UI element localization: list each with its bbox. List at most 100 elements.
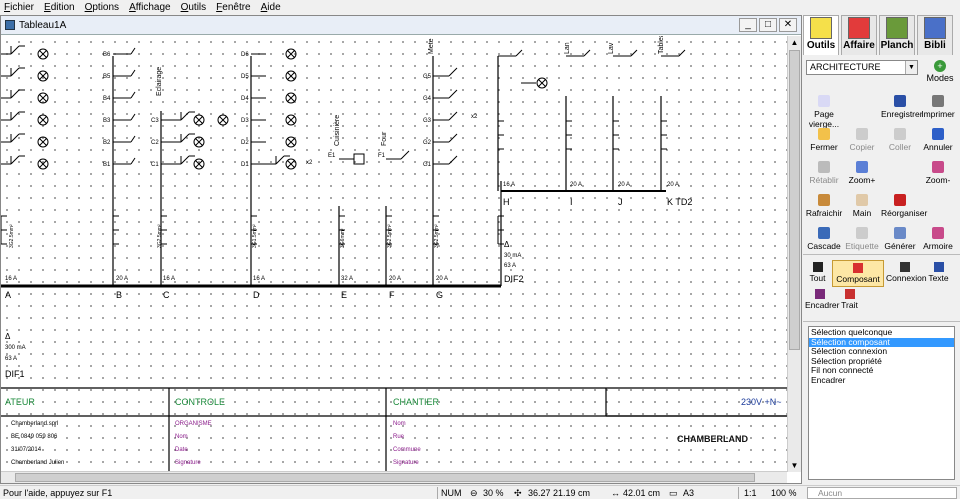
scroll-up-icon[interactable]: ▲ — [790, 38, 799, 47]
undo-button[interactable]: Annuler — [919, 126, 957, 156]
tool-tout[interactable]: Tout — [805, 260, 830, 287]
save-button[interactable]: Enregistrer — [881, 93, 923, 123]
wire — [130, 91, 136, 99]
menu-fenetre[interactable]: Fenêtre — [216, 1, 251, 13]
cabinet-button[interactable]: Armoire — [919, 225, 957, 255]
folder-button[interactable]: Fermer — [805, 126, 843, 156]
breaker-rating: 16 A — [163, 276, 175, 282]
status-separator — [437, 487, 438, 499]
circuit-label: B3 — [103, 118, 111, 124]
undo-icon — [932, 128, 944, 140]
wire — [39, 138, 47, 146]
wire — [39, 116, 47, 124]
search-placeholder: Aucun — [818, 488, 843, 498]
chantier-line-4: Signature — [393, 460, 419, 466]
grid-spacer — [919, 192, 957, 222]
circuit-name: Four — [381, 131, 388, 146]
button-label: Zoom- — [925, 175, 951, 185]
circuit-label: D4 — [241, 96, 249, 102]
e1-label: E1 — [328, 153, 336, 159]
search-input[interactable]: Aucun — [807, 487, 957, 499]
printer-button[interactable]: Imprimer — [919, 93, 957, 123]
chantier-line-2: Rue — [393, 434, 405, 440]
close-button[interactable]: ✕ — [779, 18, 797, 32]
list-item[interactable]: Sélection quelconque — [811, 327, 893, 337]
tab-planch[interactable]: Planch — [879, 15, 915, 55]
lamp-symbol — [193, 114, 205, 126]
button-label: Main — [852, 208, 872, 218]
list-item[interactable]: Sélection propriété — [811, 355, 882, 366]
hand-button[interactable]: Main — [843, 192, 881, 222]
generate-button[interactable]: Générer — [881, 225, 919, 255]
tool-composant[interactable]: Composant — [832, 260, 884, 287]
zoom-in-button[interactable]: Zoom+ — [843, 159, 881, 189]
menu-options[interactable]: Options — [84, 1, 120, 13]
tool-label: Connexion — [886, 273, 927, 283]
breaker-rating: 20 A — [618, 182, 630, 188]
tab-bibli[interactable]: Bibli — [917, 15, 953, 55]
zoom-out-button[interactable]: Zoom- — [919, 159, 957, 189]
category-combo[interactable]: ARCHITECTURE ▼ — [806, 60, 918, 75]
wire — [130, 135, 136, 143]
tab-label: Bibli — [924, 40, 946, 51]
chevron-down-icon[interactable]: ▼ — [905, 61, 917, 74]
menu-aide[interactable]: Aide — [260, 1, 281, 13]
horizontal-scrollbar[interactable] — [1, 471, 787, 483]
list-item[interactable]: Fil non connecté — [811, 365, 874, 375]
label-button: Etiquette — [843, 225, 881, 255]
cascade-button[interactable]: Cascade — [805, 225, 843, 255]
vertical-scroll-thumb[interactable] — [789, 50, 800, 350]
tool-connexion[interactable]: Connexion — [886, 260, 927, 287]
circuit-name: Lan — [564, 42, 571, 54]
chantier-line-3: Commune — [393, 447, 421, 453]
menu-bar: Fichier Edition Options Affichage Outils… — [0, 0, 960, 14]
tool-label: Texte — [928, 273, 949, 283]
document-titlebar[interactable]: Tableau1A _ □ ✕ — [1, 16, 801, 35]
reorganize-button[interactable]: Réorganiser — [881, 192, 927, 222]
lamp-symbol — [37, 114, 49, 126]
dropdown-arrow-button[interactable] — [843, 93, 881, 123]
lamp-symbol — [37, 136, 49, 148]
paste-button: Coller — [881, 126, 919, 156]
panel-divider — [803, 254, 960, 255]
tool-texte[interactable]: Texte — [926, 260, 951, 287]
status-zoom: 30 % — [483, 488, 504, 498]
brush-button[interactable]: Rafraichir — [805, 192, 843, 222]
dif2-rating: 63 A — [504, 263, 516, 269]
tool-encadrer[interactable]: Encadrer — [805, 287, 840, 314]
menu-edition[interactable]: Edition — [44, 1, 75, 13]
tab-affaire[interactable]: Affaire — [841, 15, 877, 55]
button-label: Annuler — [923, 142, 953, 152]
modes-button[interactable]: + Modes — [923, 60, 957, 83]
new-page-button[interactable]: Page vierge... — [805, 93, 843, 129]
circuit-letter: E — [341, 290, 347, 300]
circuit-name: Lav — [608, 42, 615, 54]
list-item[interactable]: Sélection connexion — [811, 346, 888, 356]
lamp-symbol — [285, 92, 297, 104]
wire — [39, 72, 47, 80]
list-item[interactable]: Encadrer — [811, 374, 846, 385]
document-title: Tableau1A — [19, 19, 67, 31]
dif2-label: DIF2 — [504, 274, 524, 284]
tab-outils[interactable]: Outils — [803, 15, 839, 55]
component-icon — [853, 263, 863, 273]
scroll-down-icon[interactable]: ▼ — [790, 461, 799, 470]
multiplier-label: x2 — [471, 114, 478, 120]
minimize-button[interactable]: _ — [739, 18, 757, 32]
wire — [678, 49, 686, 57]
list-item[interactable]: Sélection composant — [809, 337, 954, 347]
menu-fichier[interactable]: Fichier — [4, 1, 35, 13]
vertical-scrollbar[interactable]: ▲ ▼ — [787, 36, 801, 472]
tool-trait[interactable]: Trait — [837, 287, 862, 314]
menu-outils[interactable]: Outils — [180, 1, 207, 13]
button-label: Cascade — [807, 241, 841, 251]
maximize-button[interactable]: □ — [759, 18, 777, 32]
menu-affichage[interactable]: Affichage — [129, 1, 171, 13]
circuit-label: D5 — [241, 74, 249, 80]
horizontal-scroll-thumb[interactable] — [15, 473, 755, 482]
